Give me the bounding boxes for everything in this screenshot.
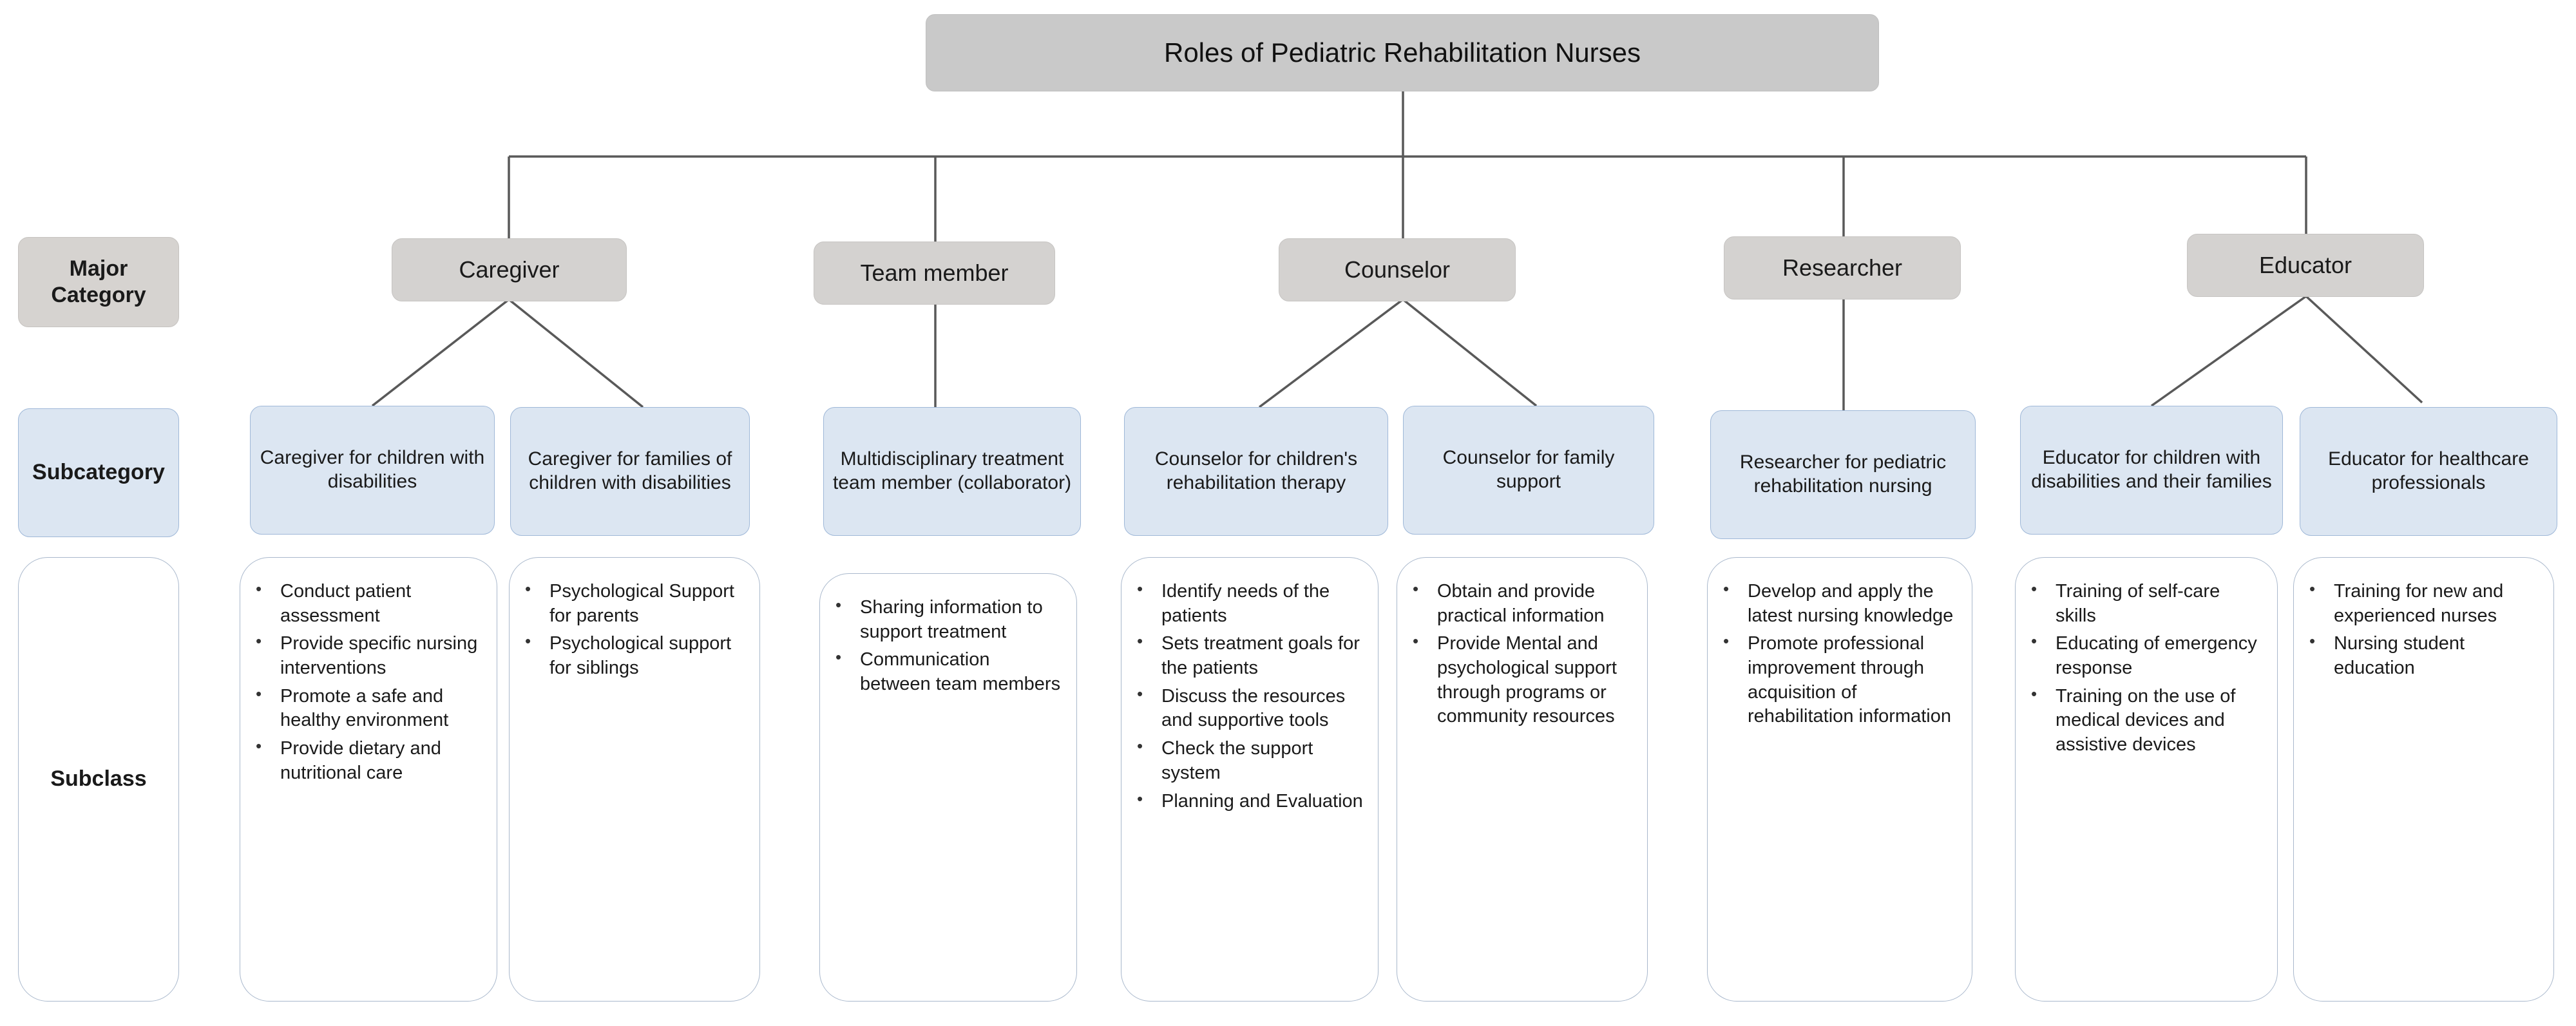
list-item: Conduct patient assessment [247,578,485,628]
root-title-box: Roles of Pediatric Rehabilitation Nurses [926,14,1879,91]
major-category-educator[interactable]: Educator [2187,234,2424,297]
subcategory-caregiver-families-label: Caregiver for families of children with … [528,448,732,493]
subclass-counselor-children: Identify needs of the patients Sets trea… [1121,557,1379,1002]
subclass-caregiver-children: Conduct patient assessment Provide speci… [240,557,497,1002]
subclass-counselor-family-list: Obtain and provide practical information… [1404,578,1636,733]
list-item: Training on the use of medical devices a… [2022,683,2266,757]
subclass-caregiver-children-list: Conduct patient assessment Provide speci… [247,578,485,790]
subclass-educator-children-list: Training of self-care skills Educating o… [2022,578,2266,761]
root-title-label: Roles of Pediatric Rehabilitation Nurses [1163,37,1641,68]
list-item: Check the support system [1128,736,1366,785]
subcategory-researcher-pediatric-label: Researcher for pediatric rehabilitation … [1739,451,1947,497]
subcategory-caregiver-children[interactable]: Caregiver for children with disabilities [250,406,495,535]
list-item: Planning and Evaluation [1128,788,1366,814]
list-item: Sets treatment goals for the patients [1128,631,1366,680]
list-item: Communication between team members [826,647,1065,696]
subcategory-multidisciplinary-team[interactable]: Multidisciplinary treatment team member … [823,407,1081,536]
list-item: Discuss the resources and supportive too… [1128,683,1366,733]
subcategory-counselor-family[interactable]: Counselor for family support [1403,406,1654,535]
subcategory-counselor-children-label: Counselor for children's rehabilitation … [1154,448,1358,493]
subclass-educator-children: Training of self-care skills Educating o… [2015,557,2278,1002]
list-item: Psychological Support for parents [516,578,748,628]
subcategory-multidisciplinary-team-label: Multidisciplinary treatment team member … [832,448,1072,493]
subclass-researcher-pediatric-list: Develop and apply the latest nursing kno… [1714,578,1960,733]
subcategory-educator-professionals[interactable]: Educator for healthcare professionals [2300,407,2557,536]
subcategory-counselor-children[interactable]: Counselor for children's rehabilitation … [1124,407,1388,536]
major-category-team-member[interactable]: Team member [814,242,1055,305]
subcategory-educator-professionals-label: Educator for healthcare professionals [2328,448,2529,493]
list-item: Nursing student education [2300,631,2542,680]
major-category-caregiver-label: Caregiver [459,256,560,283]
subcategory-caregiver-families[interactable]: Caregiver for families of children with … [510,407,750,536]
subcategory-researcher-pediatric[interactable]: Researcher for pediatric rehabilitation … [1710,410,1976,539]
row-label-subclass: Subclass [18,557,179,1002]
subcategory-educator-children-label: Educator for children with disabilities … [2031,447,2272,492]
major-category-researcher[interactable]: Researcher [1724,236,1961,299]
major-category-educator-label: Educator [2258,252,2352,279]
major-category-team-member-label: Team member [860,260,1009,287]
subclass-counselor-family: Obtain and provide practical information… [1397,557,1648,1002]
subclass-caregiver-families-list: Psychological Support for parents Psycho… [516,578,748,685]
list-item: Promote professional improvement through… [1714,631,1960,729]
major-category-caregiver[interactable]: Caregiver [392,238,627,301]
list-item: Training for new and experienced nurses [2300,578,2542,628]
subcategory-caregiver-children-label: Caregiver for children with disabilities [260,447,485,492]
list-item: Psychological support for siblings [516,631,748,680]
row-label-major-category: Major Category [18,237,179,327]
subcategory-educator-children[interactable]: Educator for children with disabilities … [2020,406,2283,535]
subclass-counselor-children-list: Identify needs of the patients Sets trea… [1128,578,1366,817]
row-label-subclass-text: Subclass [50,766,147,792]
list-item: Educating of emergency response [2022,631,2266,680]
subclass-multidisciplinary-team: Sharing information to support treatment… [819,573,1077,1002]
subclass-multidisciplinary-team-list: Sharing information to support treatment… [826,594,1065,701]
subclass-researcher-pediatric: Develop and apply the latest nursing kno… [1707,557,1972,1002]
list-item: Provide Mental and psychological support… [1404,631,1636,729]
list-item: Develop and apply the latest nursing kno… [1714,578,1960,628]
major-category-counselor-label: Counselor [1344,256,1451,283]
list-item: Obtain and provide practical information [1404,578,1636,628]
row-label-major-line-1: Major [69,256,128,281]
list-item: Training of self-care skills [2022,578,2266,628]
row-label-subcategory-text: Subcategory [32,460,165,485]
list-item: Sharing information to support treatment [826,594,1065,644]
subclass-educator-professionals-list: Training for new and experienced nurses … [2300,578,2542,685]
list-item: Provide specific nursing interventions [247,631,485,680]
major-category-counselor[interactable]: Counselor [1279,238,1516,301]
list-item: Promote a safe and healthy environment [247,683,485,733]
subclass-caregiver-families: Psychological Support for parents Psycho… [509,557,760,1002]
row-label-subcategory: Subcategory [18,408,179,537]
major-category-researcher-label: Researcher [1782,254,1903,281]
subclass-educator-professionals: Training for new and experienced nurses … [2293,557,2554,1002]
list-item: Provide dietary and nutritional care [247,736,485,785]
row-label-major-line-2: Category [51,283,146,307]
list-item: Identify needs of the patients [1128,578,1366,628]
subcategory-counselor-family-label: Counselor for family support [1442,447,1615,492]
